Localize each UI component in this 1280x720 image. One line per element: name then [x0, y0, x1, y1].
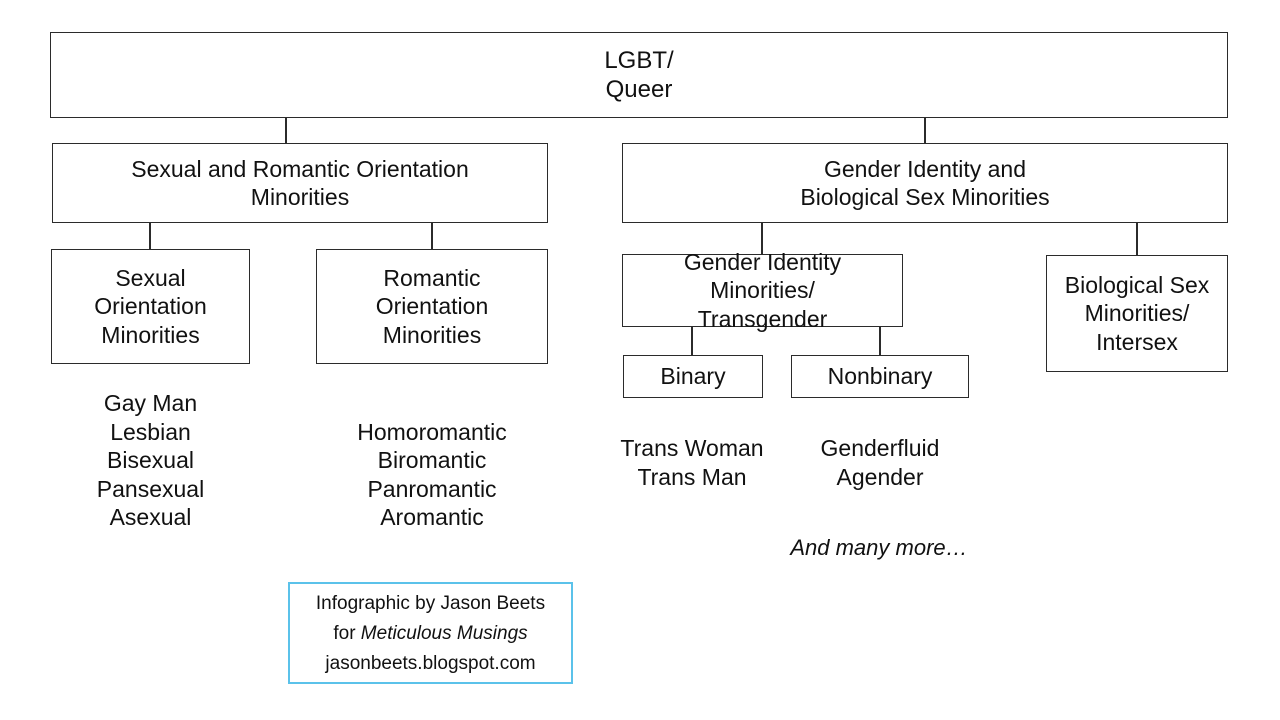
connector-gender-identity-to-binary [691, 327, 693, 355]
credit-url: jasonbeets.blogspot.com [325, 653, 536, 674]
connector-orientation-to-sexual [149, 223, 151, 249]
node-nonbinary: Nonbinary [791, 355, 969, 398]
credit-box: Infographic by Jason Beets for Meticulou… [288, 582, 573, 684]
node-gender-identity-and-biological-sex-minorities: Gender Identity and Biological Sex Minor… [622, 143, 1228, 223]
note-and-many-more: And many more… [790, 535, 968, 560]
list-nonbinary-examples: Genderfluid Agender [820, 435, 940, 490]
list-romantic-orientation-examples: Homoromantic Biromantic Panromantic Arom… [357, 418, 507, 531]
connector-gender-to-gender-identity [761, 223, 763, 254]
connector-gender-to-biological-sex [1136, 223, 1138, 255]
list-binary-examples: Trans Woman Trans Man [620, 435, 764, 490]
credit-line-2-prefix: for [333, 623, 361, 644]
node-root-lgbt-queer: LGBT/ Queer [50, 32, 1228, 118]
node-binary: Binary [623, 355, 763, 398]
node-sexual-and-romantic-orientation-minorities: Sexual and Romantic Orientation Minoriti… [52, 143, 548, 223]
connector-root-to-orientation [285, 118, 287, 143]
connector-root-to-gender [924, 118, 926, 143]
list-sexual-orientation-examples: Gay Man Lesbian Bisexual Pansexual Asexu… [96, 390, 205, 530]
credit-line-2: for Meticulous Musings [290, 619, 571, 649]
credit-blog-name: Meticulous Musings [360, 623, 528, 644]
node-sexual-orientation-minorities: Sexual Orientation Minorities [51, 249, 250, 364]
connector-orientation-to-romantic [431, 223, 433, 249]
node-romantic-orientation-minorities: Romantic Orientation Minorities [316, 249, 548, 364]
node-biological-sex-minorities-intersex: Biological Sex Minorities/ Intersex [1046, 255, 1228, 372]
connector-gender-identity-to-nonbinary [879, 327, 881, 355]
credit-line-1: Infographic by Jason Beets [315, 593, 546, 614]
node-gender-identity-minorities-transgender: Gender Identity Minorities/ Transgender [622, 249, 903, 332]
